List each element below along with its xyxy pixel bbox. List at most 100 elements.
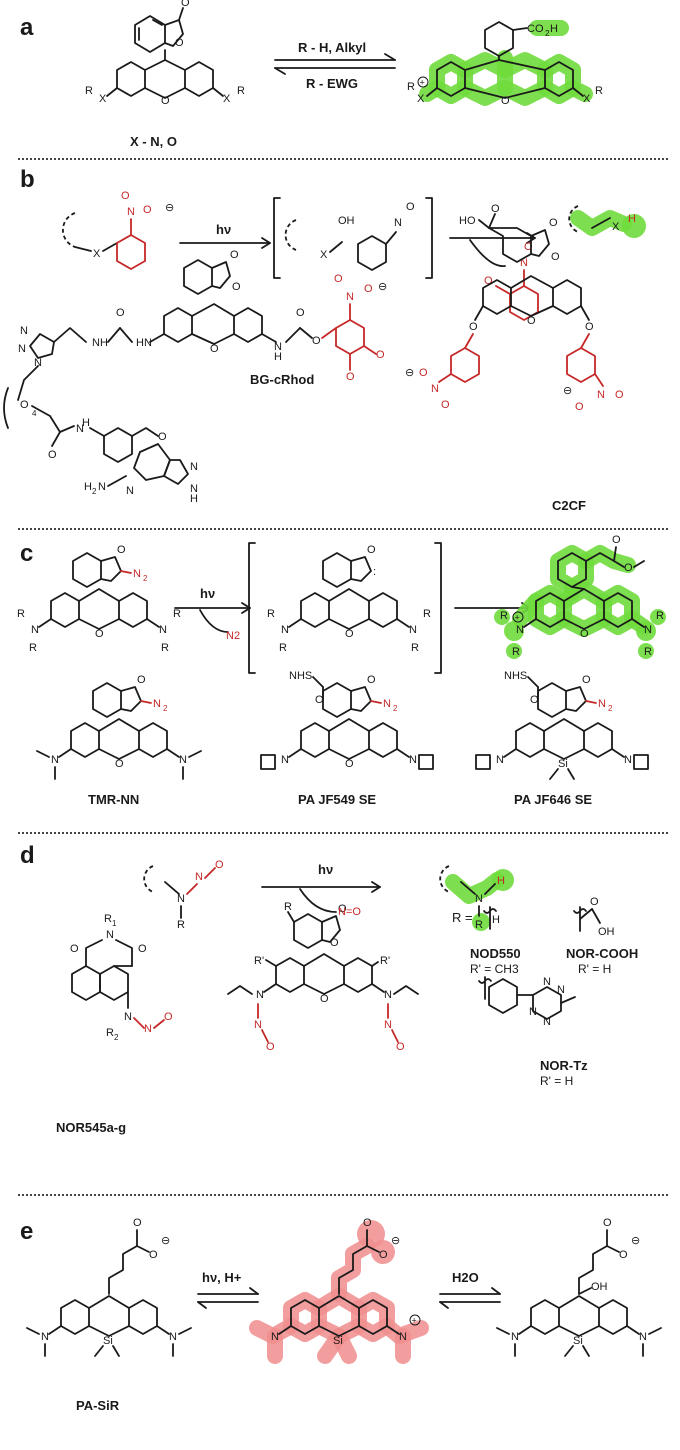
svg-text:⊖: ⊖ (405, 367, 414, 379)
svg-text:N: N (496, 754, 504, 766)
svg-text:R: R (85, 85, 93, 97)
svg-text:N: N (511, 1331, 519, 1343)
svg-text:1: 1 (112, 919, 117, 928)
svg-text:+: + (515, 613, 520, 623)
panel-e-compound: PA-SiR (76, 1398, 120, 1413)
svg-text:R: R (161, 642, 169, 654)
svg-text:O: O (524, 241, 533, 253)
panel-e-structures: O O ⊖ Si N N (26, 1217, 662, 1364)
panel-d-variant2-name: NOR-COOH (566, 946, 639, 961)
svg-text:O: O (315, 694, 324, 706)
svg-text:O: O (210, 343, 219, 355)
svg-text:O: O (230, 249, 239, 261)
svg-text:H: H (136, 337, 144, 349)
svg-text:O: O (501, 95, 510, 107)
svg-text:X: X (583, 93, 591, 105)
svg-text:O: O (345, 758, 354, 770)
svg-text:N: N (624, 754, 632, 766)
svg-text:O: O (149, 1249, 158, 1261)
svg-text:R: R (644, 646, 652, 658)
svg-text:H: H (628, 213, 636, 225)
svg-text:R: R (475, 919, 483, 931)
svg-text:O: O (527, 315, 536, 327)
panel-b-structures: X N O O ⊖ X O H N O (3, 190, 646, 505)
svg-text:N: N (394, 217, 402, 229)
svg-text:NHS: NHS (289, 670, 312, 682)
svg-text:Si: Si (333, 1335, 343, 1347)
svg-text:Si: Si (103, 1335, 113, 1347)
svg-text:O: O (603, 1217, 612, 1229)
svg-text:R: R (500, 610, 508, 622)
svg-text:Si: Si (573, 1335, 583, 1347)
svg-text:N: N (597, 389, 605, 401)
svg-text:H: H (84, 481, 92, 493)
svg-text:H: H (550, 23, 558, 35)
svg-text:N: N (144, 337, 152, 349)
svg-text:O: O (138, 943, 147, 955)
svg-text:OH: OH (591, 1281, 608, 1293)
svg-text:⊖: ⊖ (161, 1235, 170, 1247)
svg-text:R: R (656, 610, 664, 622)
svg-text:N: N (271, 1331, 279, 1343)
svg-text:R: R (267, 608, 275, 620)
svg-text:R': R' (254, 955, 264, 967)
svg-text:O: O (585, 321, 594, 333)
svg-text:Si: Si (558, 758, 568, 770)
svg-text:O: O (161, 95, 170, 107)
svg-text:⊖: ⊖ (631, 1235, 640, 1247)
svg-text:O: O (441, 399, 450, 411)
svg-text:R: R (237, 85, 245, 97)
svg-text:2: 2 (545, 29, 550, 38)
panel-a-structures: O O O X R X R (85, 0, 603, 107)
panel-a-condition-top: R - H, Alkyl (298, 40, 367, 55)
svg-text:O: O (580, 628, 589, 640)
svg-text:N: N (475, 893, 483, 905)
svg-text:O: O (117, 544, 126, 556)
panel-a-caption: X - N, O (130, 134, 177, 149)
svg-text:H: H (492, 914, 500, 926)
svg-text:R: R (29, 642, 37, 654)
svg-text:H: H (100, 337, 108, 349)
svg-text:N: N (159, 624, 167, 636)
panel-e-condition2: H2O (452, 1270, 479, 1285)
svg-text:R: R (177, 919, 185, 931)
svg-text:O: O (181, 0, 190, 9)
svg-text:O: O (530, 694, 539, 706)
svg-text:⊖: ⊖ (563, 385, 572, 397)
svg-text:X: X (320, 249, 328, 261)
svg-text:O: O (320, 993, 329, 1005)
svg-text:O: O (612, 534, 621, 546)
divider-3 (18, 832, 668, 834)
svg-text:HO: HO (459, 215, 476, 227)
svg-text:N: N (383, 698, 391, 710)
svg-text:N: N (409, 624, 417, 636)
svg-text:O: O (379, 1249, 388, 1261)
svg-text:R: R (173, 608, 181, 620)
svg-text:N: N (384, 989, 392, 1001)
panel-b-condition: hν (216, 222, 232, 237)
svg-text:N: N (281, 754, 289, 766)
svg-text:N: N (598, 698, 606, 710)
svg-text:O: O (95, 628, 104, 640)
svg-text:O: O (575, 401, 584, 413)
panel-c-compound-tmr-nn: TMR-NN (88, 792, 140, 807)
svg-text:N: N (543, 1016, 551, 1028)
svg-text:N: N (179, 754, 187, 766)
panel-d-variant3-sub: R' = H (540, 1074, 574, 1088)
svg-text:X: X (93, 248, 101, 260)
panel-a-condition-bottom: R - EWG (306, 76, 358, 91)
svg-text:+: + (412, 1316, 417, 1326)
svg-text:O: O (121, 190, 130, 202)
divider-1 (18, 158, 668, 160)
panel-c-compound-pa-jf549: PA JF549 SE (298, 792, 377, 807)
svg-text:2: 2 (143, 574, 148, 583)
svg-text:O: O (266, 1041, 275, 1053)
svg-text:O: O (406, 201, 415, 213)
svg-text:NHS: NHS (504, 670, 527, 682)
svg-text:N: N (274, 341, 282, 353)
panel-c-compound-pa-jf646: PA JF646 SE (514, 792, 593, 807)
svg-text:R': R' (380, 955, 390, 967)
svg-text:R: R (423, 608, 431, 620)
